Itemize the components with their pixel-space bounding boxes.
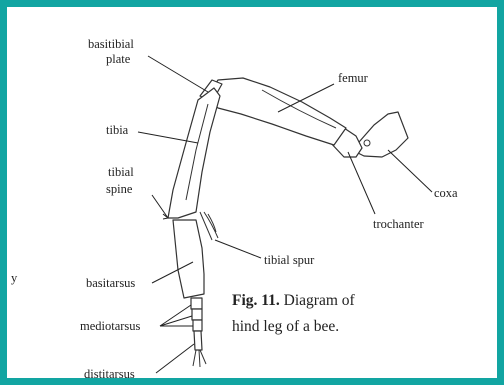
leader-coxa bbox=[388, 150, 432, 192]
leader-basitibial-plate bbox=[148, 56, 208, 92]
leader-mediotarsus-1 bbox=[160, 305, 191, 326]
label-basitibial-line2: plate bbox=[106, 52, 131, 66]
leader-trochanter bbox=[348, 152, 375, 214]
label-basitibial-line1: basitibial bbox=[88, 37, 134, 51]
label-trochanter: trochanter bbox=[373, 217, 425, 231]
leader-tibial-spur bbox=[215, 240, 261, 258]
leader-mediotarsus-2 bbox=[160, 316, 192, 326]
tibial-spur bbox=[200, 212, 218, 240]
basitarsus-segment bbox=[173, 220, 204, 298]
figure-caption-line2: hind leg of a bee. bbox=[232, 318, 339, 335]
label-tibial-spine-line1: tibial bbox=[108, 165, 134, 179]
distitarsus-claws bbox=[193, 350, 206, 367]
leader-tibial-spine bbox=[152, 195, 168, 218]
mediotarsus-seg-2 bbox=[192, 309, 202, 320]
distitarsus-segment bbox=[194, 331, 202, 350]
label-tibial-spur: tibial spur bbox=[264, 253, 315, 267]
mediotarsus-seg-1 bbox=[191, 298, 202, 309]
leader-distitarsus bbox=[156, 344, 194, 373]
label-coxa: coxa bbox=[434, 186, 458, 200]
label-distitarsus: distitarsus bbox=[84, 367, 135, 381]
mediotarsus-seg-3 bbox=[193, 320, 202, 331]
label-tibia: tibia bbox=[106, 123, 129, 137]
stray-mark: y bbox=[11, 271, 18, 285]
tibia-segment bbox=[168, 88, 220, 218]
label-tibial-spine-line2: spine bbox=[106, 182, 133, 196]
label-femur: femur bbox=[338, 71, 369, 85]
label-mediotarsus: mediotarsus bbox=[80, 319, 141, 333]
figure-caption-line1: Fig. 11. Diagram of bbox=[232, 292, 356, 309]
figure-caption-text: Diagram of bbox=[280, 292, 356, 309]
figure-number: Fig. 11. bbox=[232, 292, 280, 309]
label-basitarsus: basitarsus bbox=[86, 276, 135, 290]
